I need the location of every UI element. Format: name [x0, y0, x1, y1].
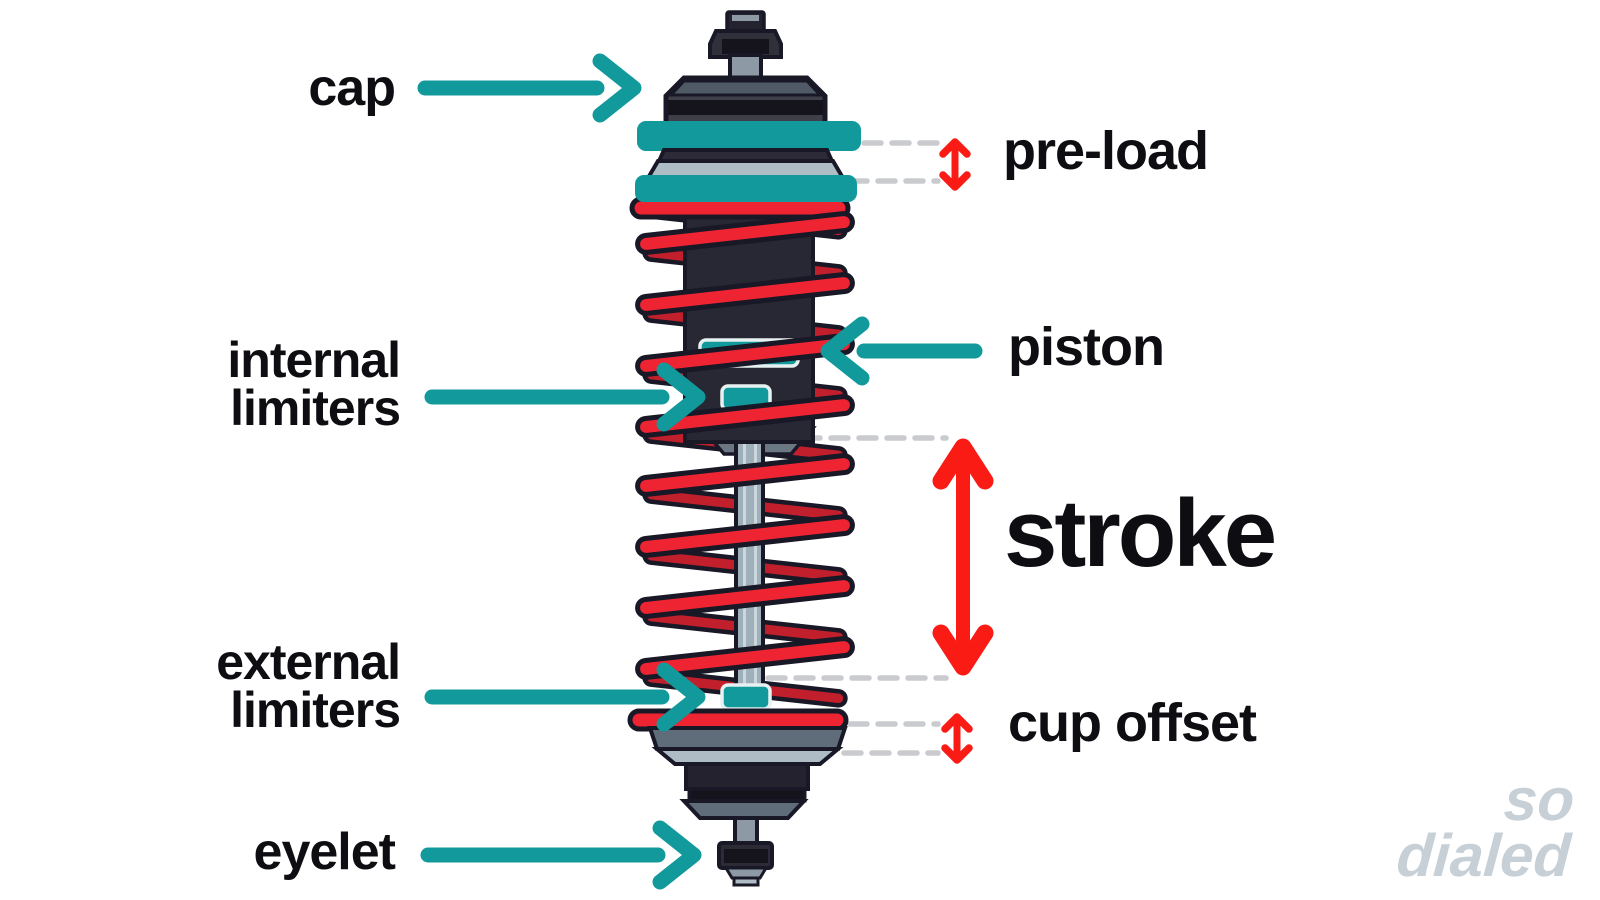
cup-offset-label: cup offset — [1008, 693, 1257, 753]
piston-label: piston — [1008, 317, 1165, 377]
external-limiters-line1: external — [216, 634, 401, 690]
lower-stem — [733, 816, 759, 846]
stroke-range-arrow — [932, 438, 994, 676]
pre-load-range-arrow — [939, 138, 971, 191]
stem-top-cap — [725, 10, 766, 33]
external-limiters-label: external limiters — [216, 634, 401, 738]
so-dialed-watermark: so dialed — [1394, 766, 1577, 890]
front-coil-bar — [635, 272, 855, 316]
top-mount — [635, 10, 861, 202]
watermark-line2: dialed — [1394, 822, 1573, 890]
range-arrows — [932, 138, 994, 764]
cup-offset-range-arrow — [941, 713, 973, 764]
front-coil-bar — [635, 394, 855, 438]
pre-load-collar-upper — [637, 121, 861, 151]
internal-limiters-line2: limiters — [230, 380, 401, 436]
bottom-mount — [647, 726, 848, 887]
cup-lip — [651, 747, 844, 766]
spring-front-coils — [627, 196, 855, 732]
eyelet-collar — [723, 866, 769, 880]
eyelet-label: eyelet — [253, 823, 396, 881]
front-coil-bar — [635, 453, 855, 497]
cap-top-face — [667, 79, 824, 97]
stroke-label: stroke — [1004, 480, 1277, 587]
front-coil-bar — [635, 575, 855, 619]
front-coil-bar — [635, 211, 855, 255]
external-limiters-line2: limiters — [230, 682, 401, 738]
lower-body — [684, 762, 810, 791]
top-nut-inset — [722, 39, 769, 54]
spring-cup — [647, 726, 848, 751]
piston-arrow — [820, 316, 983, 386]
front-coil-bar — [635, 636, 855, 680]
watermark-line1: so — [1501, 766, 1577, 834]
cap-label: cap — [308, 59, 396, 117]
internal-limiters-label: internal limiters — [227, 332, 401, 436]
front-coil-bar — [635, 514, 855, 558]
stem-top-highlight — [732, 15, 759, 21]
lower-bell — [679, 799, 809, 820]
eyelet-inset — [724, 849, 768, 863]
external-limiters-arrow — [424, 662, 706, 732]
pre-load-collar-lower — [635, 175, 857, 202]
internal-limiters-arrow — [424, 362, 706, 432]
eyelet-foot — [732, 876, 760, 887]
front-coil-bar — [635, 333, 855, 377]
cap-dark-band — [668, 100, 823, 115]
pre-load-label: pre-load — [1003, 121, 1209, 181]
cap-arrow — [417, 53, 642, 123]
pointer-arrows — [417, 53, 983, 890]
eyelet-arrow — [420, 820, 702, 890]
internal-limiters-line1: internal — [227, 332, 401, 388]
external-limiter-band — [720, 683, 772, 711]
